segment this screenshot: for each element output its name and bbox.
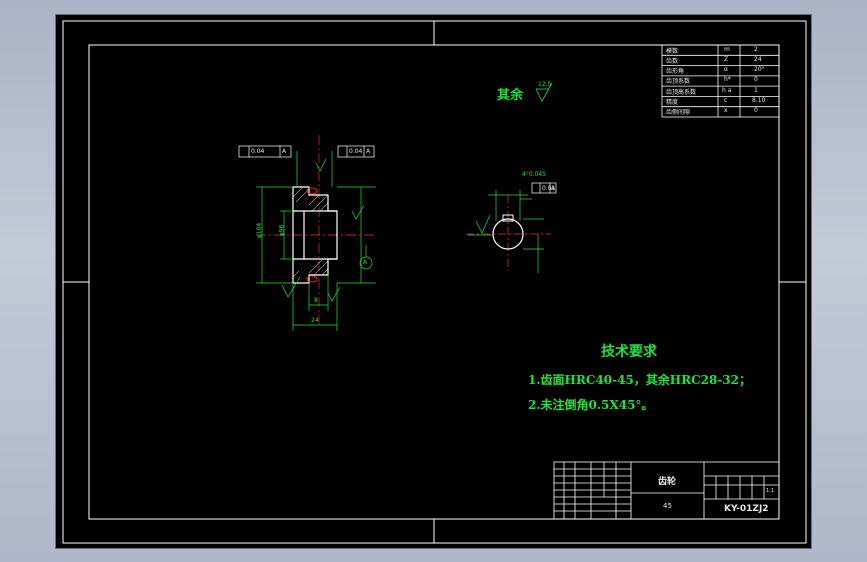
param-symbol: x [724,107,728,114]
tol-hole-datum: A [551,185,556,192]
param-value: 0 [754,76,758,83]
param-value: 8.10 [752,97,766,104]
param-symbol: α [724,66,728,73]
gear-section-view [238,135,376,331]
param-name: 齿顶系数 [666,78,691,85]
param-value: 2 [754,46,758,53]
width-dim: 24 [311,317,319,324]
datum-label: A [363,259,368,266]
tol-left-value: 0.04 [251,148,265,155]
tech-title: 技术要求 [601,344,657,360]
param-symbol: h* [724,76,731,83]
param-value: 24 [754,56,762,63]
param-symbol: c [724,97,728,104]
roughness-label: 其余 [497,88,524,103]
gear-parameter-table [661,44,780,118]
hub-dim: 8 [314,297,318,304]
drawing-sheet: 其余 12.5 模数 m 2 齿数 Z 24 齿形角 α 20° 齿顶系数 h*… [55,14,812,549]
part-name: 齿轮 [658,477,677,487]
roughness-symbol [535,82,553,102]
drawing-canvas [62,20,807,544]
title-block [553,461,780,520]
param-name: 齿数 [666,58,679,65]
drawing-number: KY-01ZJ2 [724,504,769,514]
param-name: 模数 [666,48,679,55]
param-name: 精度 [666,99,679,106]
param-name: 齿顶高系数 [666,89,697,96]
inner-diameter-dim: φ96 [278,224,286,237]
param-value: 20° [754,66,765,73]
hole-dimension: 4°0.045 [522,171,546,178]
param-name: 齿形角 [666,68,685,75]
tech-line-2: 2.未注倒角0.5X45°。 [528,398,654,412]
param-symbol: h a [722,87,732,94]
param-value: 0 [754,107,758,114]
material: 45 [663,502,672,510]
tol-right-datum: A [366,148,371,155]
param-symbol: Z [724,56,729,63]
inner-frame [88,44,780,520]
outer-diameter-dim: φ104 [256,222,264,239]
tol-hole-value: 0.01 [542,185,556,192]
tol-left-datum: A [282,148,287,155]
param-symbol: m [724,46,730,53]
outer-frame [62,20,807,544]
tol-right-value: 0.04 [349,148,363,155]
roughness-value: 12.5 [538,81,552,88]
param-name: 齿侧间隙 [666,109,691,116]
param-value: 1 [754,87,758,94]
scale: 1:1 [766,488,775,494]
tech-line-1: 1.齿面HRC40-45，其余HRC28-32； [528,373,752,387]
centering-marks [63,21,806,543]
hub-detail-view [466,182,557,273]
